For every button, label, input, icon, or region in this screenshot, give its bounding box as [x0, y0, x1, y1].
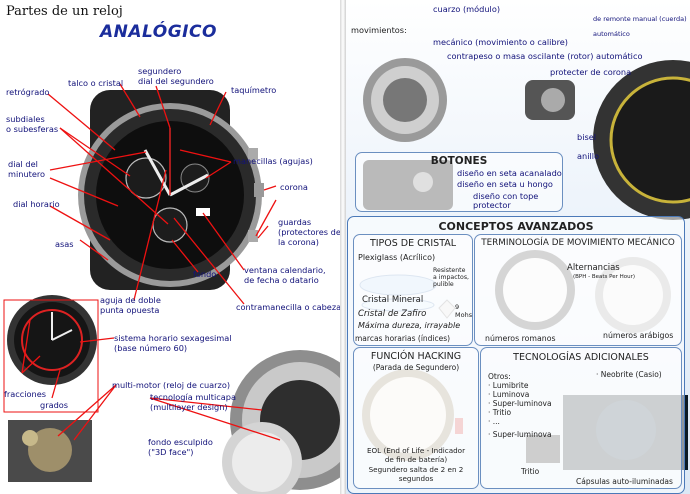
bezel-watch-illustration: [593, 60, 690, 220]
botones-panel: BOTONES diseño en seta acanalado diseño …: [355, 152, 563, 212]
label-subdiales: subdiales: [6, 114, 45, 124]
hacking-eol-2: de fin de batería): [384, 455, 448, 464]
label-corona: corona: [280, 182, 308, 192]
hacking-sub: (Parada de Segundero): [372, 363, 460, 372]
cristal-dureza: Máxima dureza, irrayable: [358, 321, 461, 330]
label-dial-segundero: dial del segundero: [138, 76, 214, 86]
cristal-impactos: a impactos,: [433, 274, 470, 281]
main-watch-illustration: [78, 90, 264, 290]
label-fondo-esculpido: fondo esculpido: [148, 437, 213, 447]
hacking-eol-4: segundos: [398, 474, 434, 483]
boton-item-3: diseño con tope: [473, 191, 539, 201]
label-protectores: (protectores de: [278, 227, 341, 237]
terminologia-arabigos: números arábigos: [603, 331, 674, 340]
label-3d-face: ("3D face"): [148, 447, 194, 457]
label-dial-horario: dial horario: [13, 199, 60, 209]
label-aguja: aguja de doble: [100, 295, 161, 305]
label-tecnologia: tecnología multicapa: [150, 392, 236, 402]
cristal-pulible: pulible: [433, 281, 454, 288]
cristal-mohs: 9 Mohs: [455, 303, 473, 319]
crown-protector-illustration: [525, 80, 575, 120]
tecnologias-title: TECNOLOGÍAS ADICIONALES: [513, 352, 649, 363]
terminologia-alternancias: Alternancias: [567, 263, 620, 273]
terminologia-bph: (BPH - Beats Per Hour): [573, 274, 636, 280]
caseback-watch-illustration: [363, 58, 447, 142]
tecnologias-neobrite: · Neobrite (Casio): [596, 370, 662, 379]
label-ventana: ventana calendario,: [244, 265, 326, 275]
cristal-marcas: marcas horarias (índices): [355, 334, 451, 343]
tecnologias-capsulas: Cápsulas auto-iluminadas: [576, 477, 673, 486]
label-cuarzo: cuarzo (módulo): [433, 4, 501, 14]
pointer-lines: [21, 83, 281, 441]
cristal-panel: TIPOS DE CRISTAL Plexiglass (Acrílico) R…: [353, 234, 473, 346]
cristal-title: TIPOS DE CRISTAL: [369, 238, 457, 249]
label-talco: talco o cristal: [68, 78, 124, 88]
hacking-title: FUNCIÓN HACKING: [370, 351, 462, 362]
tecnologias-item-4: · Tritio: [488, 408, 512, 417]
tecnologias-superlum: · Super-luminova: [488, 430, 552, 439]
tecnologias-item-5: · ...: [488, 417, 500, 426]
page-title: Partes de un reloj: [6, 4, 123, 19]
tecnologias-tritio: Tritio: [521, 467, 540, 476]
label-fondo: fondo: [193, 269, 217, 279]
hacking-eol-1: EOL (End of Life - Indicador: [366, 446, 466, 455]
tecnologias-item-3: · Super-luminova: [488, 399, 552, 408]
multilayer-watch-illustration: [222, 350, 343, 494]
label-mecanico: mecánico (movimiento o calibre): [433, 37, 569, 47]
page-fold: [340, 0, 346, 494]
conceptos-title: CONCEPTOS AVANZADOS: [438, 220, 594, 233]
label-protector-corona: protecter de corona: [550, 67, 632, 77]
label-contramanecilla: contramanecilla o cabeza: [236, 302, 342, 312]
right-page: movimientos: cuarzo (módulo) mecánico (m…: [343, 0, 690, 494]
label-fecha: de fecha o datario: [244, 275, 319, 285]
boton-item-1: diseño en seta acanalado: [457, 168, 562, 178]
movement-illustration: [8, 420, 92, 482]
label-manual: de remonte manual (cuerda): [593, 15, 687, 23]
botones-title: BOTONES: [430, 155, 488, 167]
tecnologias-otros: Otros:: [488, 372, 511, 381]
label-asas: asas: [55, 239, 74, 249]
small-watch-illustration: [7, 295, 97, 385]
label-movimientos: movimientos:: [351, 25, 407, 35]
label-base: (base número 60): [114, 343, 188, 353]
label-anillo: anillo: [577, 151, 600, 161]
label-dial-del: dial del: [8, 159, 38, 169]
label-multimotor: multi-motor (reloj de cuarzo): [112, 380, 231, 390]
label-taquimetro: taquímetro: [231, 85, 277, 95]
left-illustrations: [3, 83, 343, 494]
cristal-zafiro: Cristal de Zafiro: [358, 309, 427, 319]
terminologia-romanos: números romanos: [485, 334, 556, 343]
label-sistema: sistema horario sexagesimal: [114, 333, 232, 343]
terminologia-title: TERMINOLOGÍA DE MOVIMIENTO MECÁNICO: [481, 238, 675, 248]
label-minutero: minutero: [8, 169, 46, 179]
cristal-plexi: Plexiglass (Acrílico): [358, 253, 436, 262]
label-punta: punta opuesta: [100, 305, 160, 315]
boton-item-2: diseño en seta u hongo: [457, 179, 553, 189]
page-subtitle: ANALÓGICO: [100, 22, 217, 42]
label-grados: grados: [40, 400, 69, 410]
label-manecillas: manecillas (agujas): [233, 156, 313, 166]
label-bisel: bisel: [577, 132, 597, 142]
hacking-eol-3: Segundero salta de 2 en 2: [368, 465, 464, 474]
left-page: Partes de un reloj ANALÓGICO talco o cri…: [0, 0, 343, 494]
label-automatico: automático: [593, 30, 630, 38]
cristal-resistente: Resistente: [433, 267, 466, 274]
label-de-la-corona: la corona): [278, 237, 320, 247]
boton-item-4: protector: [473, 200, 511, 210]
cristal-mineral: Cristal Mineral: [362, 295, 424, 305]
tecnologias-item-1: · Lumibrite: [488, 381, 529, 390]
hacking-panel: FUNCIÓN HACKING (Parada de Segundero) EO…: [353, 347, 479, 489]
label-segundero: segundero: [138, 66, 182, 76]
terminologia-panel: TERMINOLOGÍA DE MOVIMIENTO MECÁNICO Alte…: [474, 234, 682, 346]
tecnologias-panel: TECNOLOGÍAS ADICIONALES Otros: · Lumibri…: [480, 347, 682, 489]
label-retrogrado: retrógrado: [6, 87, 50, 97]
label-guardas: guardas: [278, 217, 312, 227]
label-multilayer: (multilayer design): [150, 402, 228, 412]
label-fracciones: fracciones: [4, 389, 47, 399]
label-contrapeso: contrapeso o masa oscilante (rotor) auto…: [447, 51, 643, 61]
tecnologias-item-2: · Luminova: [488, 390, 530, 399]
label-subesferas: o subesferas: [6, 124, 59, 134]
